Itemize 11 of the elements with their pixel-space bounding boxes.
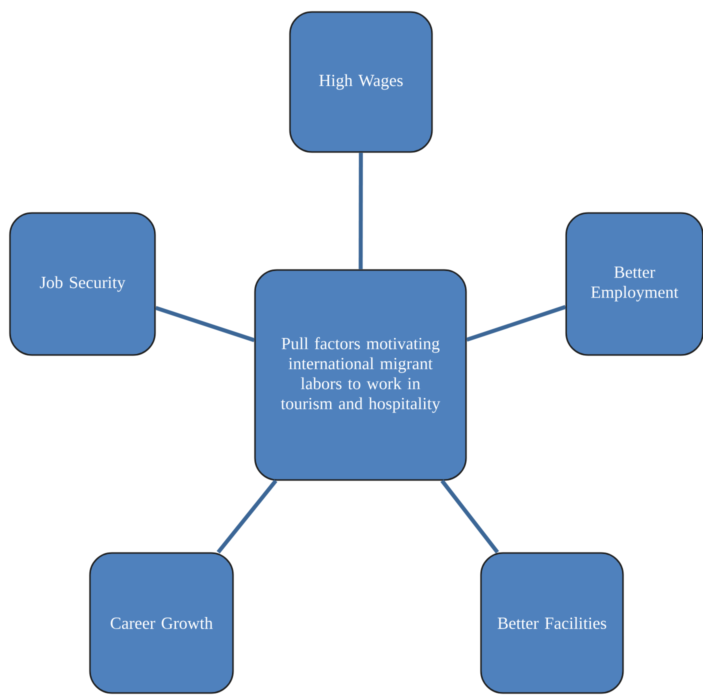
connector-line (466, 305, 566, 342)
process-box: Career Growth (89, 552, 234, 694)
process-box: Better Facilities (480, 552, 624, 694)
connector-line (440, 480, 500, 554)
central-box: Pull factors motivating international migrant labors to work in tourism and hospitality (254, 269, 467, 481)
connector-line (358, 152, 363, 270)
process-box: High Wages (289, 11, 433, 153)
connector-line (216, 480, 278, 554)
process-box: Job Security (9, 212, 156, 356)
connector-line (155, 306, 255, 342)
process-box: Better Employment (565, 212, 703, 356)
